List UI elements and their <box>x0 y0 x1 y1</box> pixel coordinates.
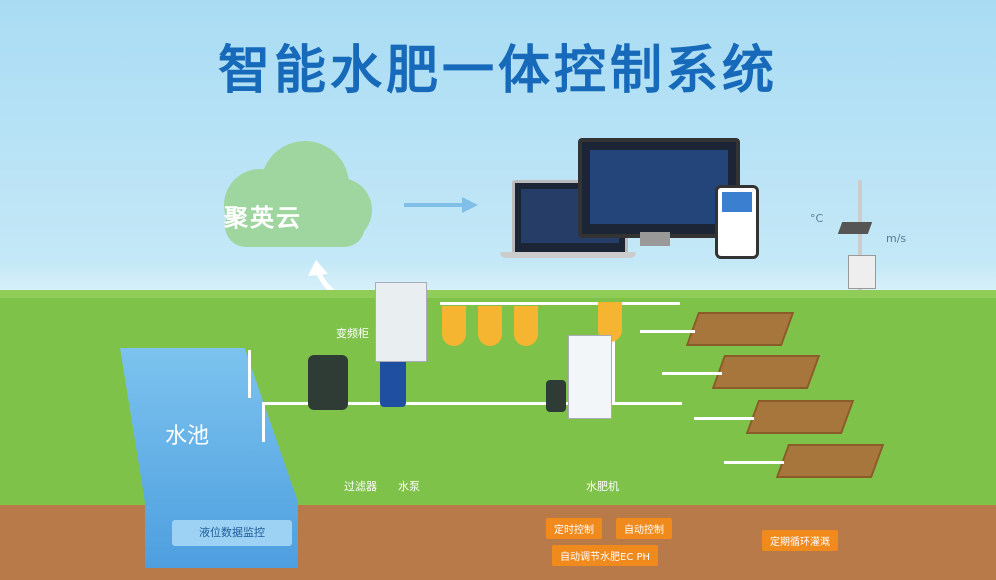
field-plot-4 <box>775 444 885 478</box>
riser-pipe <box>612 302 615 402</box>
fertilizer-machine-label: 水肥机 <box>586 480 619 493</box>
desktop-monitor <box>578 138 740 238</box>
field-plot-3 <box>745 400 855 434</box>
branch-pipe-3 <box>694 417 754 420</box>
fertilizer-tank-3 <box>514 306 538 346</box>
level-sensor <box>248 350 251 398</box>
fertilizer-tank-2 <box>478 306 502 346</box>
pump-device <box>380 355 406 407</box>
branch-pipe-4 <box>724 461 784 464</box>
tank-pipe <box>440 302 680 305</box>
field-plot-1 <box>685 312 795 346</box>
main-pipe <box>262 402 682 405</box>
pool-label: 水池 <box>165 424 210 449</box>
fertilizer-tank-1 <box>442 306 466 346</box>
monitor-stand <box>640 232 670 246</box>
branch-pipe-2 <box>662 372 722 375</box>
filter-device <box>308 355 348 410</box>
filter-label: 过滤器 <box>344 480 377 493</box>
fertilizer-machine <box>568 335 612 419</box>
vfd-label: 变频柜 <box>336 327 369 340</box>
cloud-icon <box>224 141 372 247</box>
temp-unit: °C <box>810 212 824 225</box>
branch-pipe-1 <box>640 330 695 333</box>
timed-control-button[interactable]: 定时控制 <box>546 518 602 539</box>
page-title: 智能水肥一体控制系统 <box>217 41 778 101</box>
vfd-cabinet <box>375 282 427 362</box>
auto-control-button[interactable]: 自动控制 <box>616 518 672 539</box>
weather-station-box <box>848 255 876 289</box>
phone <box>715 185 759 259</box>
solar-panel <box>837 222 873 234</box>
cloud-label: 聚英云 <box>224 204 302 232</box>
ec-ph-adjust-button[interactable]: 自动调节水肥EC PH <box>552 545 659 566</box>
arrow-right-icon <box>404 197 478 213</box>
level-monitor-label: 液位数据监控 <box>172 520 292 546</box>
pool-pipe <box>262 402 265 442</box>
laptop-base <box>500 252 636 258</box>
dosing-pump <box>546 380 566 412</box>
field-plot-2 <box>711 355 821 389</box>
cycle-irrigation-button[interactable]: 定期循环灌溉 <box>762 530 838 551</box>
grass-edge <box>0 290 996 298</box>
wind-unit: m/s <box>886 232 907 245</box>
pump-label: 水泵 <box>398 480 420 493</box>
